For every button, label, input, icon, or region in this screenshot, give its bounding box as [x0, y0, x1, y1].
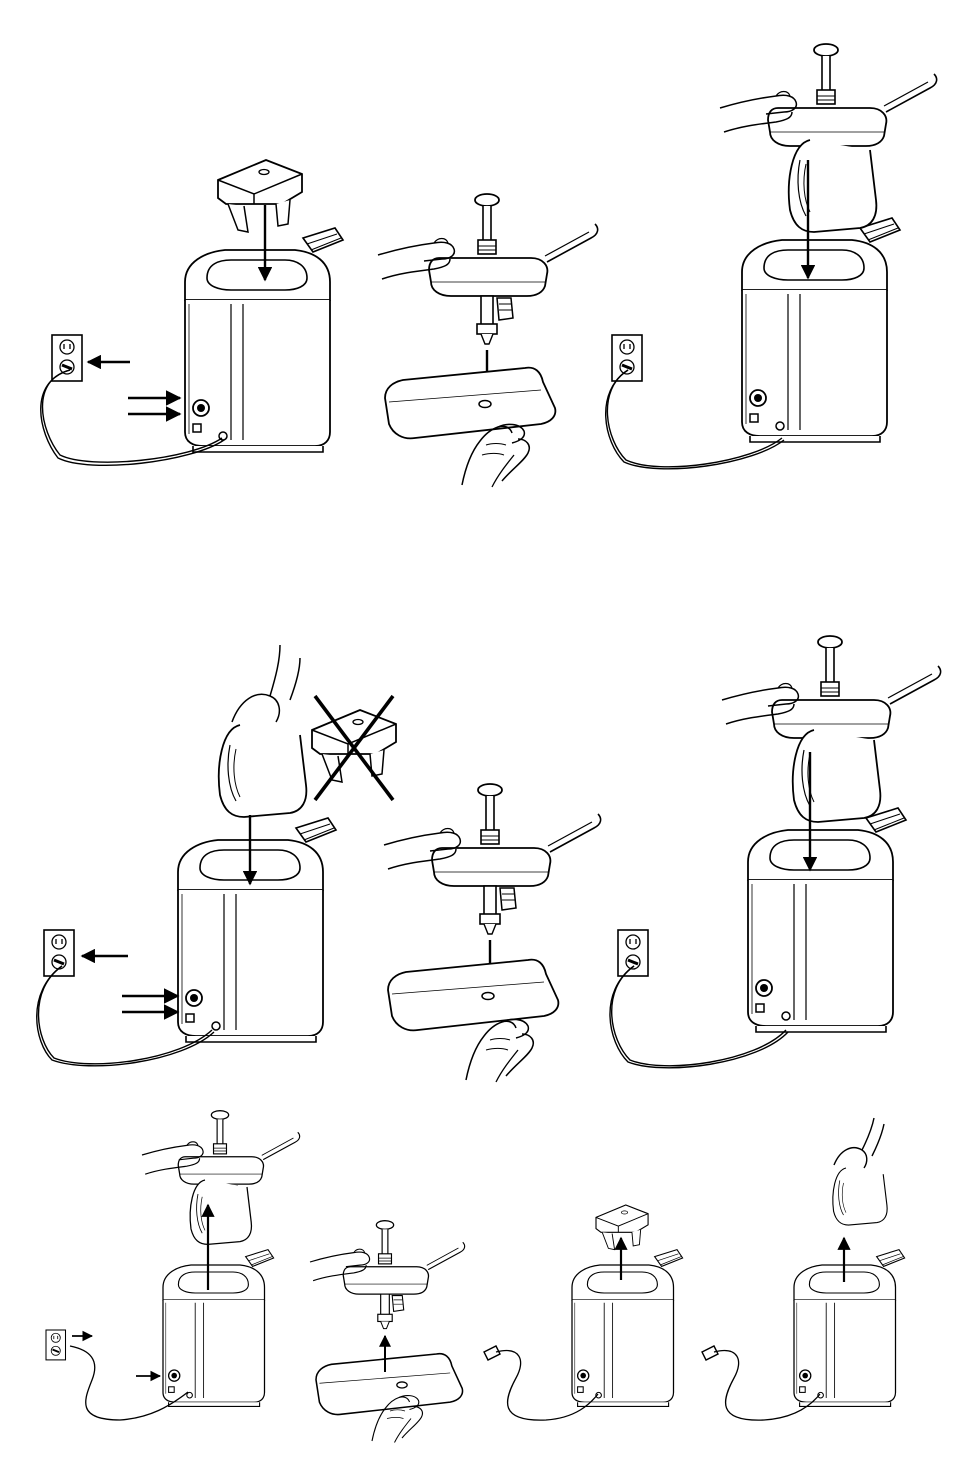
panel-lower-pump-into-warmer-2 — [610, 636, 941, 1068]
panel-lower-pump-into-warmer — [606, 44, 937, 469]
pump-icon — [343, 1221, 464, 1329]
sauce-pouch-icon — [388, 960, 558, 1031]
hand-icon — [232, 694, 279, 722]
pouch-icon — [833, 1168, 887, 1225]
pouch-icon — [789, 140, 877, 232]
pouch-icon — [190, 1180, 251, 1244]
panel-remove-pump-from-pouch — [310, 1221, 465, 1443]
warmer-unit-icon — [572, 1250, 683, 1407]
hand-icon — [834, 1148, 867, 1168]
warmer-unit-icon — [178, 818, 336, 1042]
hand-icon — [462, 424, 529, 487]
outlet-icon — [612, 335, 642, 381]
sauce-pouch-icon — [385, 368, 555, 439]
outlet-icon — [618, 930, 648, 976]
panel-insert-pump-into-pouch — [378, 194, 598, 487]
sauce-pouch-icon — [316, 1354, 463, 1415]
pump-icon — [432, 784, 601, 934]
panel-remove-adapter — [484, 1205, 683, 1420]
panel-remove-pump — [46, 1111, 300, 1420]
unplugged-cord-icon — [702, 1346, 718, 1360]
outlet-icon — [46, 1330, 66, 1360]
panel-insert-pump-into-pouch-2 — [384, 784, 601, 1082]
panel-install-adapter — [41, 160, 343, 465]
warmer-unit-icon — [748, 808, 906, 1032]
pump-icon — [429, 194, 598, 344]
hand-icon — [466, 1019, 533, 1082]
outlet-icon — [52, 335, 82, 381]
pouch-icon — [793, 730, 881, 822]
panel-insert-pouch-no-adapter — [37, 645, 396, 1066]
warmer-unit-icon — [742, 218, 900, 442]
warmer-unit-icon — [163, 1250, 274, 1407]
pouch-icon — [219, 725, 307, 817]
panel-remove-pouch — [702, 1118, 905, 1420]
warmer-unit-icon — [794, 1250, 905, 1407]
adapter-plate-icon — [218, 160, 302, 232]
unplugged-cord-icon — [484, 1346, 500, 1360]
